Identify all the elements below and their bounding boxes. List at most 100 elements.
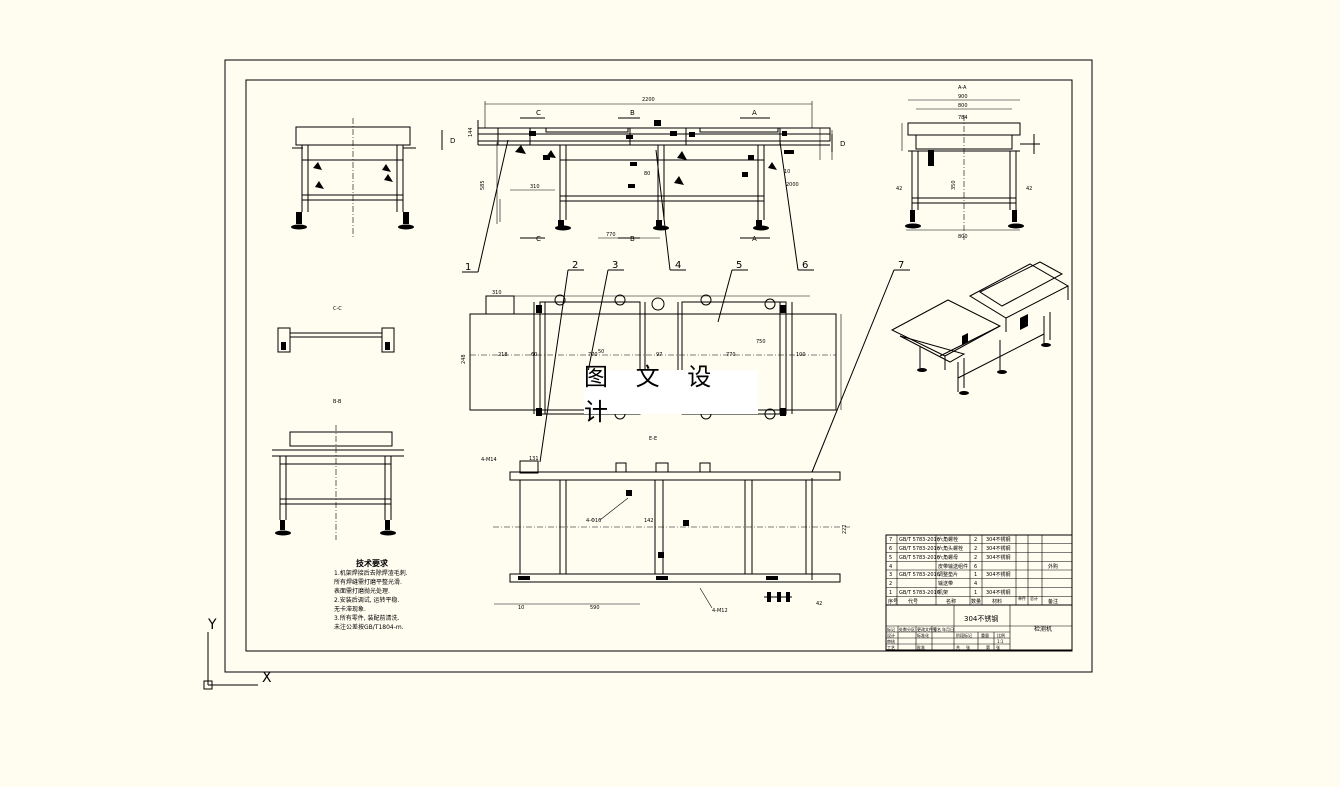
- isometric-view: [890, 261, 1070, 395]
- ucs-y-label: Y: [207, 617, 217, 633]
- view-c-c: C-C: [277, 306, 395, 353]
- bom-name: 调整垫片: [938, 571, 958, 578]
- title-label-design: 设计: [887, 632, 895, 638]
- bom-name: 六角头螺栓: [938, 545, 963, 552]
- dim-plan-2: 60: [531, 352, 537, 358]
- balloon-3: 3: [612, 260, 618, 271]
- bom-material: 304不锈钢: [986, 554, 1011, 561]
- bom-qty: 4: [974, 581, 977, 587]
- dim-vertical-small: 144: [468, 127, 474, 137]
- plan-view-label: E-E: [649, 436, 657, 442]
- bom-name: 机架: [938, 589, 948, 596]
- bom-header-name: 名称: [946, 598, 956, 605]
- dim-plan-1: 218: [498, 352, 508, 358]
- title-label-process: 工艺: [887, 645, 895, 650]
- title-label-scale: 比例: [997, 632, 1005, 638]
- section-a-dim-1: 800: [958, 103, 968, 109]
- bom-qty: 2: [974, 537, 977, 543]
- dim-lower-222: 222: [842, 524, 848, 534]
- title-label-total: 共: [956, 644, 960, 650]
- bom-name: 六角螺母: [938, 554, 958, 561]
- bom-no: 4: [889, 564, 892, 570]
- bom-code: GB/T 5783-2016: [899, 546, 940, 552]
- dim-lower-42: 42: [816, 601, 822, 607]
- dim-plan-5: 770: [726, 352, 736, 358]
- bom-no: 3: [889, 572, 892, 578]
- bom-qty: 1: [974, 572, 977, 578]
- bom-code: GB/T 5783-2016: [899, 590, 940, 596]
- section-a-dim-6: 350: [951, 180, 957, 190]
- dim-plan-3: 770: [588, 352, 598, 358]
- balloon-2: 2: [572, 260, 578, 271]
- bom-material: 304不锈钢: [986, 536, 1011, 543]
- bom-no: 5: [889, 555, 892, 561]
- tech-req-line: 未注公差按GB/T1804-m.: [334, 623, 404, 631]
- bom-qty: 1: [974, 590, 977, 596]
- section-a-dim-3: 42: [896, 186, 902, 192]
- bom-no: 7: [889, 537, 892, 543]
- bom-material: 304不锈钢: [986, 571, 1011, 578]
- bom-no: 2: [889, 581, 892, 587]
- title-label-stage: 阶段标记: [956, 632, 972, 638]
- view-b-label: B-B: [333, 399, 342, 405]
- title-scale-value: 1:1: [997, 639, 1004, 644]
- title-material: 304不锈钢: [964, 614, 998, 623]
- bom-qty: 6: [974, 564, 977, 570]
- section-mark-b-bottom: B: [630, 235, 635, 243]
- bom-note: 外购: [1048, 563, 1058, 570]
- dim-frame-offset: 310: [530, 184, 540, 190]
- balloon-4: 4: [675, 260, 681, 271]
- section-a-a: A-A 900 800 784 42 42 800 350: [896, 85, 1040, 240]
- section-mark-d-left: D: [450, 137, 455, 145]
- section-mark-d-right: D: [840, 140, 845, 148]
- bom-header-unit: 单件: [1018, 595, 1026, 601]
- title-label-count: 处数: [899, 626, 907, 632]
- tech-req-line: 无卡滞现象.: [334, 605, 366, 613]
- outer-border: [224, 59, 1093, 673]
- dim-small-10: 10: [784, 169, 790, 175]
- tech-req-title: 技术要求: [356, 558, 389, 568]
- dim-plan-4: 97: [656, 352, 662, 358]
- dim-plan-6: 100: [796, 352, 806, 358]
- dim-lower-590: 590: [590, 605, 600, 611]
- title-label-mark: 标记: [887, 626, 895, 632]
- dim-plan-7: 50: [598, 349, 604, 355]
- bom-header-code: 代号: [908, 598, 918, 605]
- title-label-review: 审核: [887, 638, 895, 644]
- balloon-leaders: 1 2 3 4 5 6 7: [462, 139, 910, 473]
- section-a-label: A-A: [958, 85, 967, 91]
- tech-req-line: 1.机架焊接后去除焊渣毛刺.: [334, 569, 408, 577]
- bom-material: 304不锈钢: [986, 545, 1011, 552]
- section-mark-c-bottom: C: [536, 235, 541, 243]
- dim-plan-top: 310: [492, 290, 502, 296]
- dim-overall-length: 2200: [642, 97, 655, 103]
- tech-req-line: 所有焊缝需打磨平整光滑.: [334, 578, 402, 586]
- bom-no: 6: [889, 546, 892, 552]
- section-mark-b-top: B: [630, 109, 635, 117]
- front-elevation: 2200: [468, 97, 845, 243]
- balloon-6: 6: [802, 260, 808, 271]
- ucs-x-label: X: [262, 670, 272, 686]
- title-label-zone: 分区: [907, 626, 915, 632]
- bom-header-qty: 数量: [971, 598, 981, 605]
- watermark-label: 图 文 设 计: [584, 363, 758, 426]
- section-a-dim-0: 900: [958, 94, 968, 100]
- dim-height: 585: [480, 180, 486, 190]
- bom-name: 六角螺栓: [938, 536, 958, 543]
- dim-lower-142: 142: [644, 518, 654, 524]
- dim-small-80: 80: [644, 171, 650, 177]
- bom-material: 304不锈钢: [986, 589, 1011, 596]
- callout-4-m12: 4-M12: [712, 608, 728, 614]
- technical-requirements: 技术要求 1.机架焊接后去除焊渣毛刺. 所有焊缝需打磨平整光滑. 表面需打磨抛光…: [334, 558, 408, 631]
- bom-code: GB/T 5783-2016: [899, 537, 940, 543]
- section-mark-c-top: C: [536, 109, 541, 117]
- balloon-1: 1: [465, 262, 471, 273]
- dim-plan-8: 248: [461, 354, 467, 364]
- section-a-dim-5: 800: [958, 234, 968, 240]
- bom-code: GB/T 5783-2016: [899, 555, 940, 561]
- end-view-left: D: [291, 118, 455, 238]
- dim-plan-9: 750: [756, 339, 766, 345]
- bom-no: 1: [889, 590, 892, 596]
- dim-lower-131: 131: [529, 456, 539, 462]
- inner-border: [245, 79, 1073, 652]
